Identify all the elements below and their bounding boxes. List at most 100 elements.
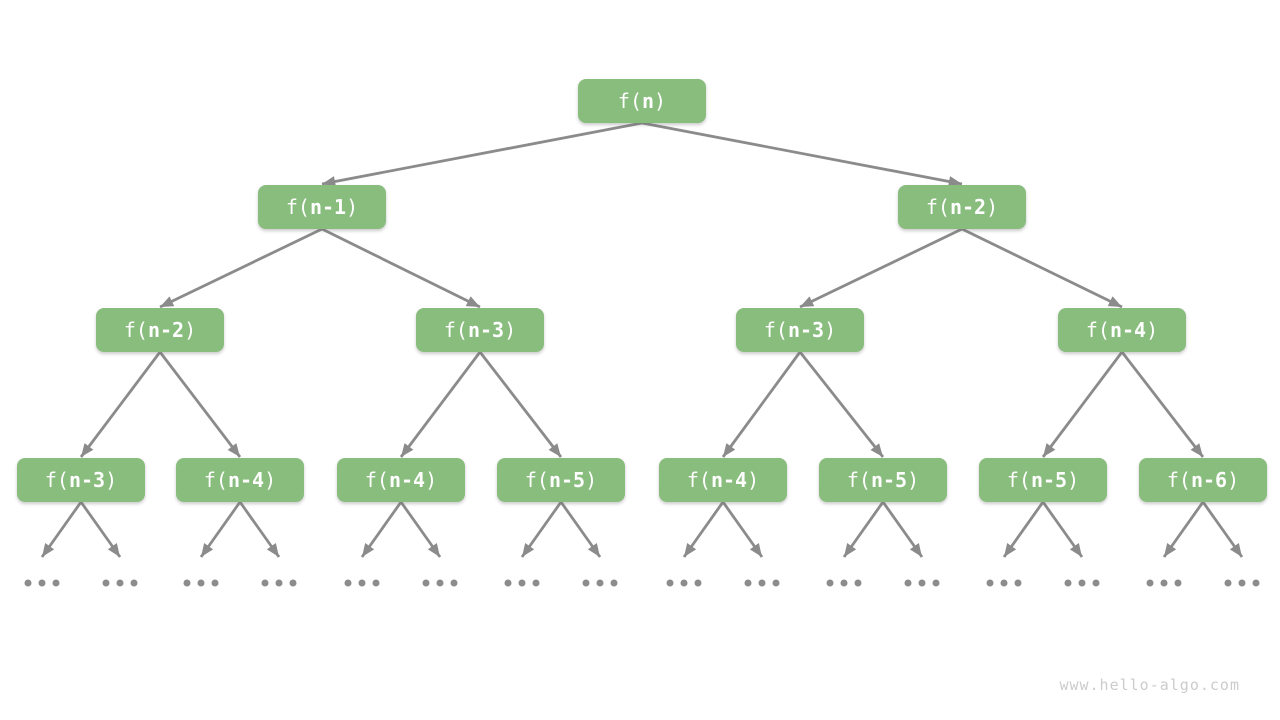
ellipsis-dot-icon	[1224, 579, 1232, 587]
edge-arrow	[1002, 501, 1045, 558]
ellipsis-dot-icon	[358, 579, 366, 587]
node-label-post: )	[346, 195, 359, 219]
ellipsis-node	[1064, 579, 1100, 587]
ellipsis-node	[666, 579, 702, 587]
tree-node-n12: f(n-5)	[819, 458, 947, 502]
node-label-post: )	[747, 468, 760, 492]
edge-arrow	[158, 351, 242, 458]
ellipsis-dot-icon	[1064, 579, 1072, 587]
edge-arrow	[399, 501, 442, 558]
ellipsis-dot-icon	[582, 579, 590, 587]
ellipsis-dot-icon	[904, 579, 912, 587]
node-label-pre: f(	[617, 89, 642, 113]
tree-node-n11: f(n-4)	[659, 458, 787, 502]
tree-node-n7: f(n-3)	[17, 458, 145, 502]
node-label-mid: n-3	[787, 318, 825, 342]
ellipsis-node	[1224, 579, 1260, 587]
edge-arrow	[40, 501, 83, 558]
edge-arrow	[199, 501, 242, 558]
ellipsis-node	[504, 579, 540, 587]
node-label-pre: f(	[443, 318, 468, 342]
ellipsis-node	[744, 579, 780, 587]
ellipsis-dot-icon	[772, 579, 780, 587]
node-label-mid: n-6	[1190, 468, 1228, 492]
node-label-post: )	[184, 318, 197, 342]
edge-arrow	[721, 351, 802, 458]
ellipsis-dot-icon	[504, 579, 512, 587]
ellipsis-dot-icon	[372, 579, 380, 587]
edge-arrow	[238, 501, 281, 558]
node-label-pre: f(	[686, 468, 711, 492]
node-label-pre: f(	[846, 468, 871, 492]
watermark: www.hello-algo.com	[1059, 676, 1240, 694]
edge-arrow	[559, 501, 602, 558]
ellipsis-node	[986, 579, 1022, 587]
ellipsis-dot-icon	[289, 579, 297, 587]
node-label-mid: n-4	[710, 468, 748, 492]
ellipsis-dot-icon	[840, 579, 848, 587]
tree-node-n8: f(n-4)	[176, 458, 304, 502]
node-label-mid: n-4	[227, 468, 265, 492]
edge-arrow	[79, 501, 122, 558]
ellipsis-dot-icon	[596, 579, 604, 587]
ellipsis-dot-icon	[518, 579, 526, 587]
tree-node-n2: f(n-2)	[898, 185, 1026, 229]
tree-node-n13: f(n-5)	[979, 458, 1107, 502]
ellipsis-node	[261, 579, 297, 587]
edge-arrow	[798, 351, 885, 458]
edge-arrow	[399, 351, 482, 458]
ellipsis-dot-icon	[1000, 579, 1008, 587]
node-label-pre: f(	[203, 468, 228, 492]
ellipsis-dot-icon	[38, 579, 46, 587]
edge-arrow	[79, 351, 162, 458]
edge-arrow	[641, 121, 963, 187]
node-label-post: )	[105, 468, 118, 492]
ellipsis-node	[826, 579, 862, 587]
node-label-mid: n	[642, 89, 655, 113]
node-label-pre: f(	[123, 318, 148, 342]
ellipsis-dot-icon	[436, 579, 444, 587]
node-label-mid: n-2	[949, 195, 987, 219]
node-label-mid: n-1	[309, 195, 347, 219]
node-label-mid: n-2	[147, 318, 185, 342]
edge-arrow	[520, 501, 563, 558]
ellipsis-dot-icon	[1092, 579, 1100, 587]
node-label-pre: f(	[1006, 468, 1031, 492]
node-label-pre: f(	[1166, 468, 1191, 492]
edge-arrow	[842, 501, 885, 558]
ellipsis-dot-icon	[102, 579, 110, 587]
node-label-post: )	[1067, 468, 1080, 492]
node-label-mid: n-5	[1030, 468, 1068, 492]
node-label-post: )	[654, 89, 667, 113]
node-label-post: )	[504, 318, 517, 342]
node-label-mid: n-4	[1109, 318, 1147, 342]
ellipsis-dot-icon	[1146, 579, 1154, 587]
node-label-mid: n-3	[68, 468, 106, 492]
ellipsis-node	[904, 579, 940, 587]
node-label-pre: f(	[1085, 318, 1110, 342]
node-label-mid: n-4	[388, 468, 426, 492]
edge-arrow	[1162, 501, 1205, 558]
ellipsis-dot-icon	[52, 579, 60, 587]
tree-node-n5: f(n-3)	[736, 308, 864, 352]
node-label-mid: n-5	[870, 468, 908, 492]
ellipsis-dot-icon	[261, 579, 269, 587]
node-label-pre: f(	[524, 468, 549, 492]
edge-arrow	[321, 121, 643, 187]
ellipsis-node	[183, 579, 219, 587]
edge-arrow	[1041, 351, 1124, 458]
ellipsis-dot-icon	[694, 579, 702, 587]
ellipsis-dot-icon	[932, 579, 940, 587]
node-label-post: )	[907, 468, 920, 492]
tree-node-n4: f(n-3)	[416, 308, 544, 352]
edge-arrow	[478, 351, 563, 458]
ellipsis-dot-icon	[986, 579, 994, 587]
tree-node-n1: f(n-1)	[258, 185, 386, 229]
ellipsis-node	[422, 579, 458, 587]
ellipsis-dot-icon	[130, 579, 138, 587]
ellipsis-dot-icon	[1160, 579, 1168, 587]
ellipsis-dot-icon	[1174, 579, 1182, 587]
edge-arrow	[321, 227, 481, 309]
edge-arrow	[1041, 501, 1084, 558]
